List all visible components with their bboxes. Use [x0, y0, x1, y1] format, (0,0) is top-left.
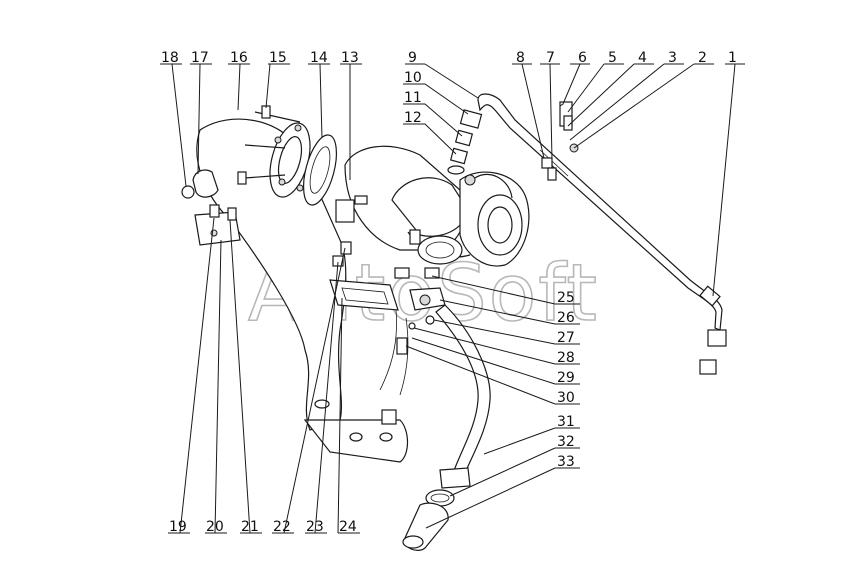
bracket-2-8 — [541, 101, 579, 181]
oil-return-pipe-31 — [435, 304, 491, 489]
callout-15: 15 — [269, 50, 287, 66]
elbow-pipe-17-18 — [181, 169, 219, 199]
callout-14: 14 — [310, 50, 328, 66]
callout-31: 31 — [557, 414, 575, 430]
leader-lines — [160, 63, 745, 534]
callout-32: 32 — [557, 434, 575, 450]
callout-1: 1 — [728, 50, 737, 66]
gasket-14 — [302, 134, 338, 206]
callout-3: 3 — [668, 50, 677, 66]
callout-labels: 1 2 3 4 5 6 7 8 9 10 11 12 13 14 15 16 1… — [161, 50, 737, 535]
callout-7: 7 — [546, 50, 555, 66]
callout-30: 30 — [557, 390, 575, 406]
callout-27: 27 — [557, 330, 575, 346]
callout-16: 16 — [230, 50, 248, 66]
hose-33 — [402, 502, 449, 551]
turbocharger-assembly — [335, 145, 530, 267]
oil-inlet-fitting-10-12 — [447, 109, 483, 175]
clamp-32 — [425, 489, 455, 507]
callout-28: 28 — [557, 350, 575, 366]
oil-feed-pipe-1-9 — [477, 93, 727, 375]
callout-22: 22 — [273, 519, 291, 535]
mounting-bracket — [194, 204, 241, 246]
callout-4: 4 — [638, 50, 647, 66]
callout-6: 6 — [578, 50, 587, 66]
callout-21: 21 — [241, 519, 259, 535]
callout-17: 17 — [191, 50, 209, 66]
callout-23: 23 — [306, 519, 324, 535]
callout-26: 26 — [557, 310, 575, 326]
callout-8: 8 — [516, 50, 525, 66]
callout-11: 11 — [404, 90, 422, 106]
callout-18: 18 — [161, 50, 179, 66]
callout-19: 19 — [169, 519, 187, 535]
flange-15-bolts — [237, 105, 311, 198]
callout-33: 33 — [557, 454, 575, 470]
callout-10: 10 — [404, 70, 422, 86]
callout-25: 25 — [557, 290, 575, 306]
callout-29: 29 — [557, 370, 575, 386]
callout-5: 5 — [608, 50, 617, 66]
callout-2: 2 — [698, 50, 707, 66]
callout-20: 20 — [206, 519, 224, 535]
oil-drain-25-30 — [396, 267, 446, 355]
callout-13: 13 — [341, 50, 359, 66]
callout-24: 24 — [339, 519, 357, 535]
callout-12: 12 — [404, 110, 422, 126]
callout-9: 9 — [408, 50, 417, 66]
